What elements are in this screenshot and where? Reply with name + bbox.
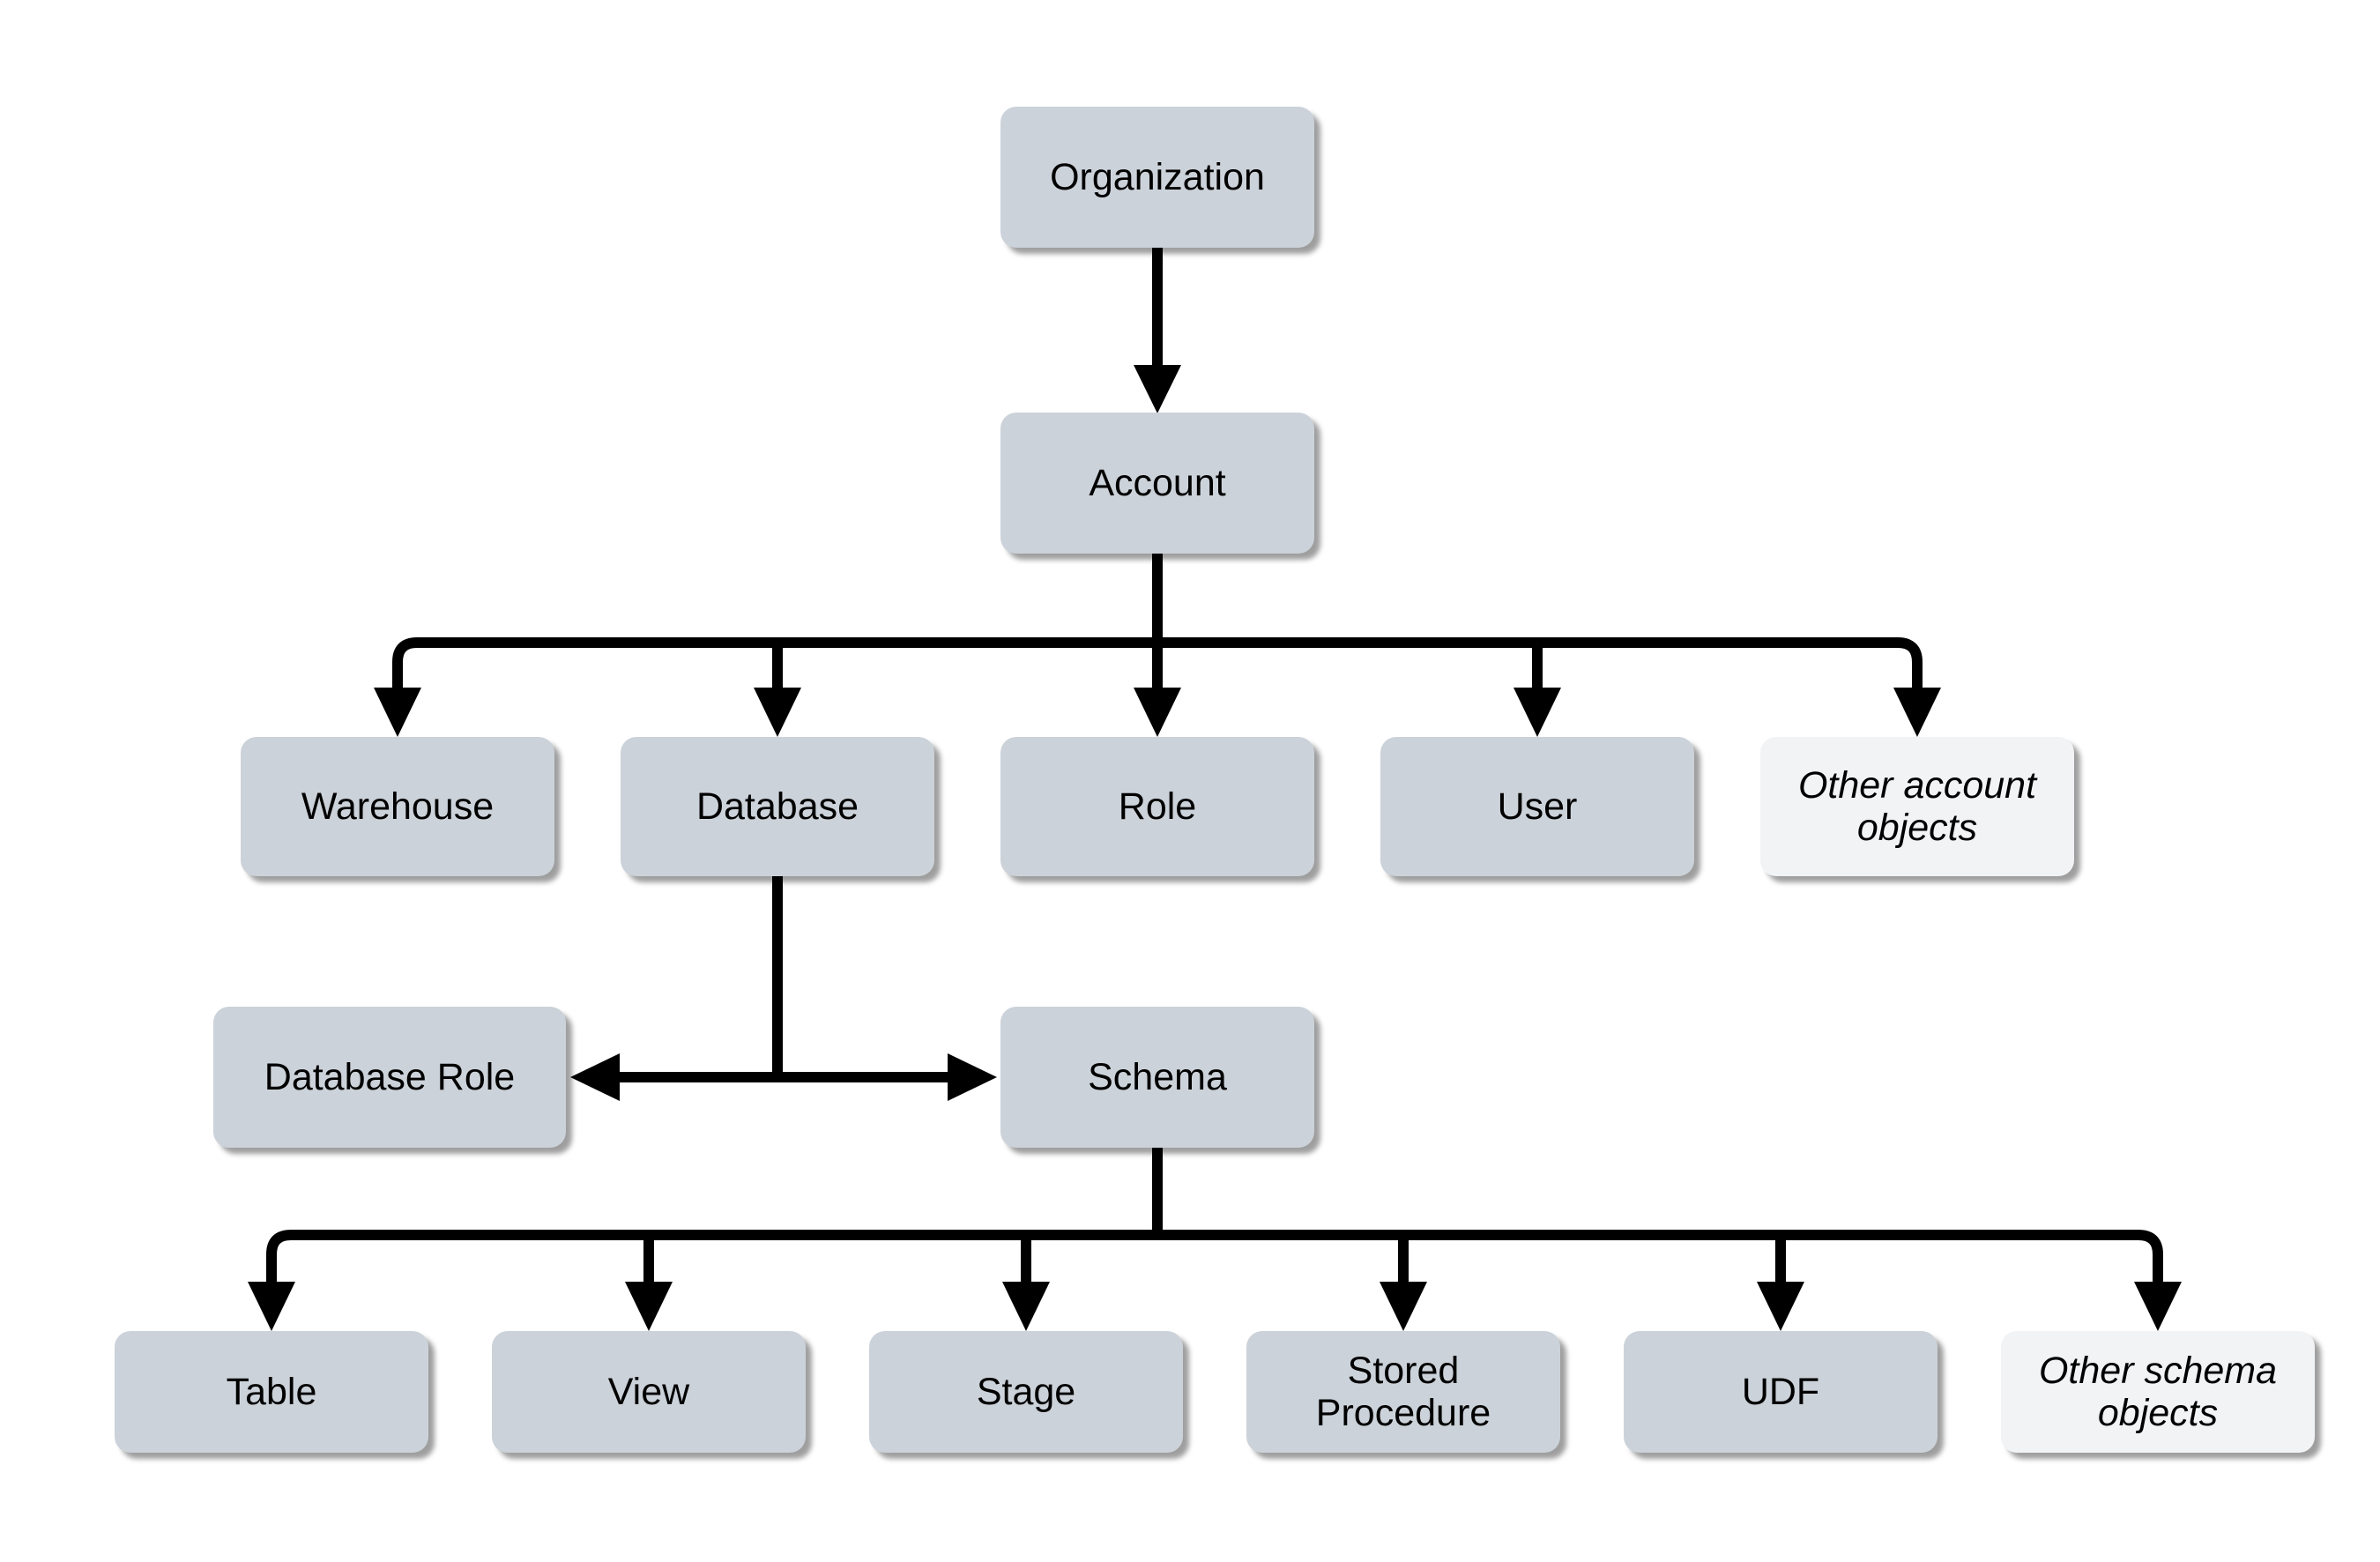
arrowhead-schema xyxy=(948,1053,997,1101)
node-udf: UDF xyxy=(1624,1331,1937,1453)
arrowhead-database-role xyxy=(570,1053,620,1101)
node-role: Role xyxy=(1000,737,1314,876)
node-database-role: Database Role xyxy=(213,1007,566,1148)
arrowhead-account xyxy=(1134,365,1181,413)
arrowhead-database xyxy=(754,688,801,737)
edge-organization-account xyxy=(1134,248,1181,413)
node-view: View xyxy=(492,1331,806,1453)
node-organization: Organization xyxy=(1000,107,1314,248)
node-warehouse: Warehouse xyxy=(241,737,554,876)
arrowhead-other-account-objects xyxy=(1893,688,1941,737)
arrowhead-view xyxy=(625,1282,673,1331)
edge-account-children-bus xyxy=(374,554,1941,737)
arrowhead-table xyxy=(248,1282,295,1331)
node-table: Table xyxy=(115,1331,428,1453)
arrowhead-user xyxy=(1514,688,1561,737)
edge-schema-children-bus xyxy=(248,1148,2182,1331)
node-stored-procedure: Stored Procedure xyxy=(1246,1331,1560,1453)
arrowhead-other-schema-objects xyxy=(2134,1282,2182,1331)
edge-database-databaserole-schema xyxy=(570,875,997,1101)
node-schema: Schema xyxy=(1000,1007,1314,1148)
node-database: Database xyxy=(621,737,934,876)
node-account: Account xyxy=(1000,413,1314,554)
arrowhead-warehouse xyxy=(374,688,421,737)
arrowhead-udf xyxy=(1757,1282,1804,1331)
arrowhead-stage xyxy=(1002,1282,1050,1331)
node-stage: Stage xyxy=(869,1331,1183,1453)
node-other-schema-objects: Other schema objects xyxy=(2001,1331,2315,1453)
node-user: User xyxy=(1380,737,1694,876)
arrowhead-role xyxy=(1134,688,1181,737)
node-other-account-objects: Other account objects xyxy=(1760,737,2074,876)
arrowhead-stored-procedure xyxy=(1380,1282,1427,1331)
